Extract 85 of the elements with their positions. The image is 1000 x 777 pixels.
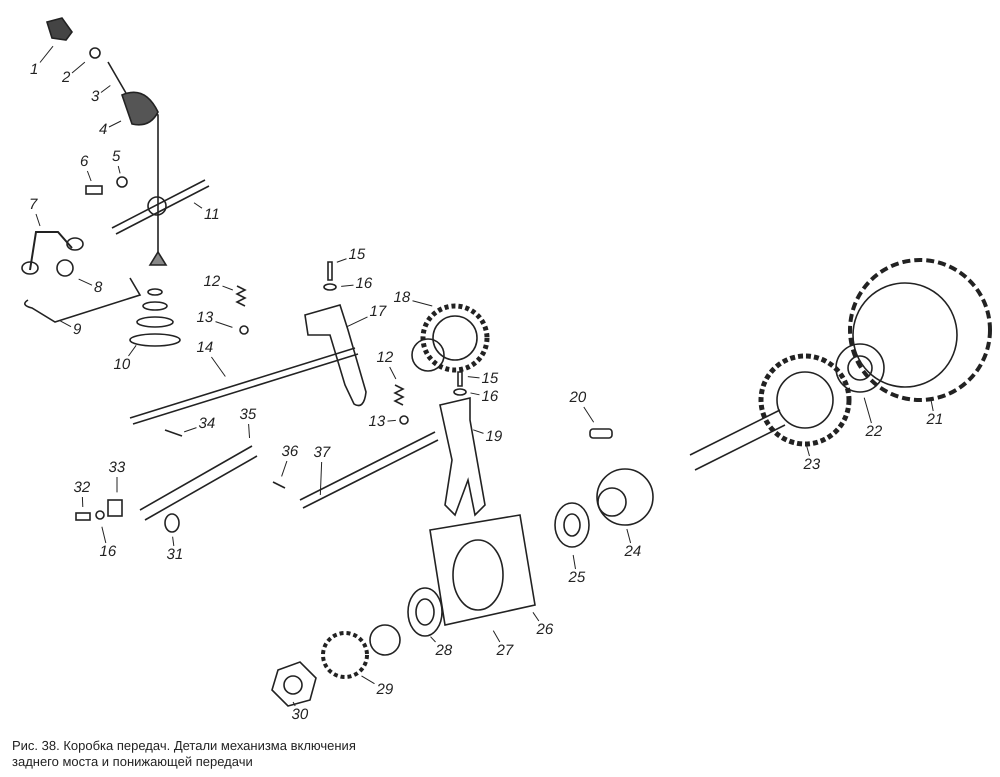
leader-line	[806, 444, 810, 456]
callout-number: 13	[194, 309, 216, 327]
leader-line	[492, 630, 500, 642]
callout-number: 30	[290, 706, 310, 724]
callout-number: 3	[89, 88, 102, 106]
leader-line	[60, 320, 72, 328]
leader-line	[194, 202, 202, 209]
callout-number: 14	[194, 339, 216, 357]
callout-number: 29	[374, 681, 396, 699]
leader-line	[40, 46, 54, 63]
leader-line	[472, 429, 484, 434]
leader-line	[626, 528, 632, 544]
leader-line	[78, 278, 92, 286]
callout-number: 26	[534, 621, 556, 639]
leader-line	[387, 420, 396, 422]
leader-line	[532, 612, 540, 622]
leader-line	[361, 675, 375, 684]
callout-number: 8	[92, 279, 104, 297]
leader-line	[583, 406, 594, 423]
leader-line	[340, 284, 354, 287]
callout-number: 1	[28, 61, 40, 79]
callout-number: 4	[97, 121, 110, 139]
callout-number: 20	[568, 389, 588, 407]
leader-line	[470, 392, 480, 396]
callout-number: 35	[238, 406, 258, 424]
leader-line	[72, 62, 86, 74]
leader-line	[128, 344, 137, 356]
callout-number: 10	[112, 356, 132, 374]
callout-number: 25	[566, 569, 588, 587]
callout-number: 15	[480, 370, 500, 388]
callout-number: 16	[98, 543, 118, 561]
leader-line	[210, 356, 226, 377]
callout-number: 15	[346, 246, 368, 264]
leader-line	[430, 636, 436, 642]
callout-number: 9	[71, 321, 84, 339]
leader-line	[116, 476, 118, 493]
callout-number: 22	[864, 423, 884, 441]
callout-number: 13	[366, 413, 388, 431]
leader-line	[101, 526, 106, 544]
leader-line	[389, 366, 396, 380]
callout-number: 24	[622, 543, 644, 561]
callout-number: 16	[354, 275, 374, 293]
leader-line	[172, 536, 174, 546]
callout-number: 27	[494, 642, 516, 660]
callout-number: 32	[72, 479, 92, 497]
leader-line	[930, 400, 934, 412]
leader-line	[108, 120, 122, 128]
callout-number: 11	[202, 206, 222, 224]
leader-line	[281, 460, 288, 477]
leader-line	[292, 702, 296, 706]
leader-line	[336, 258, 347, 263]
callout-number: 6	[78, 153, 90, 171]
leader-line	[222, 286, 234, 291]
callout-number: 19	[484, 428, 504, 446]
callout-number: 36	[280, 443, 300, 461]
leader-line	[36, 214, 40, 226]
leader-line	[864, 397, 872, 424]
callout-number: 7	[27, 196, 40, 214]
callout-number: 34	[196, 415, 218, 433]
figure-caption: Рис. 38. Коробка передач. Детали механизма включения заднего моста и понижающей передачи	[12, 738, 357, 770]
leader-line	[215, 321, 233, 328]
callout-number: 12	[374, 349, 396, 367]
leader-line	[100, 85, 111, 93]
callout-number: 33	[106, 459, 128, 477]
leader-line	[412, 300, 433, 306]
callout-number: 21	[924, 411, 946, 429]
callout-number: 28	[434, 642, 454, 660]
callout-number: 18	[392, 289, 412, 307]
leader-line	[82, 496, 84, 508]
callout-number: 12	[202, 273, 222, 291]
leader-line	[184, 427, 197, 432]
callout-number: 31	[164, 546, 186, 564]
callout-number: 23	[802, 456, 822, 474]
leader-line	[467, 376, 480, 378]
leader-line	[572, 554, 576, 570]
leader-line	[118, 166, 121, 174]
callout-number: 17	[368, 303, 388, 321]
callout-number: 5	[110, 148, 122, 166]
leader-line	[86, 170, 92, 182]
callout-number: 37	[312, 444, 332, 462]
leader-line	[346, 316, 368, 328]
leader-line	[248, 424, 250, 438]
leader-line	[320, 462, 322, 496]
callout-number: 2	[60, 69, 72, 87]
callout-number: 16	[480, 388, 500, 406]
